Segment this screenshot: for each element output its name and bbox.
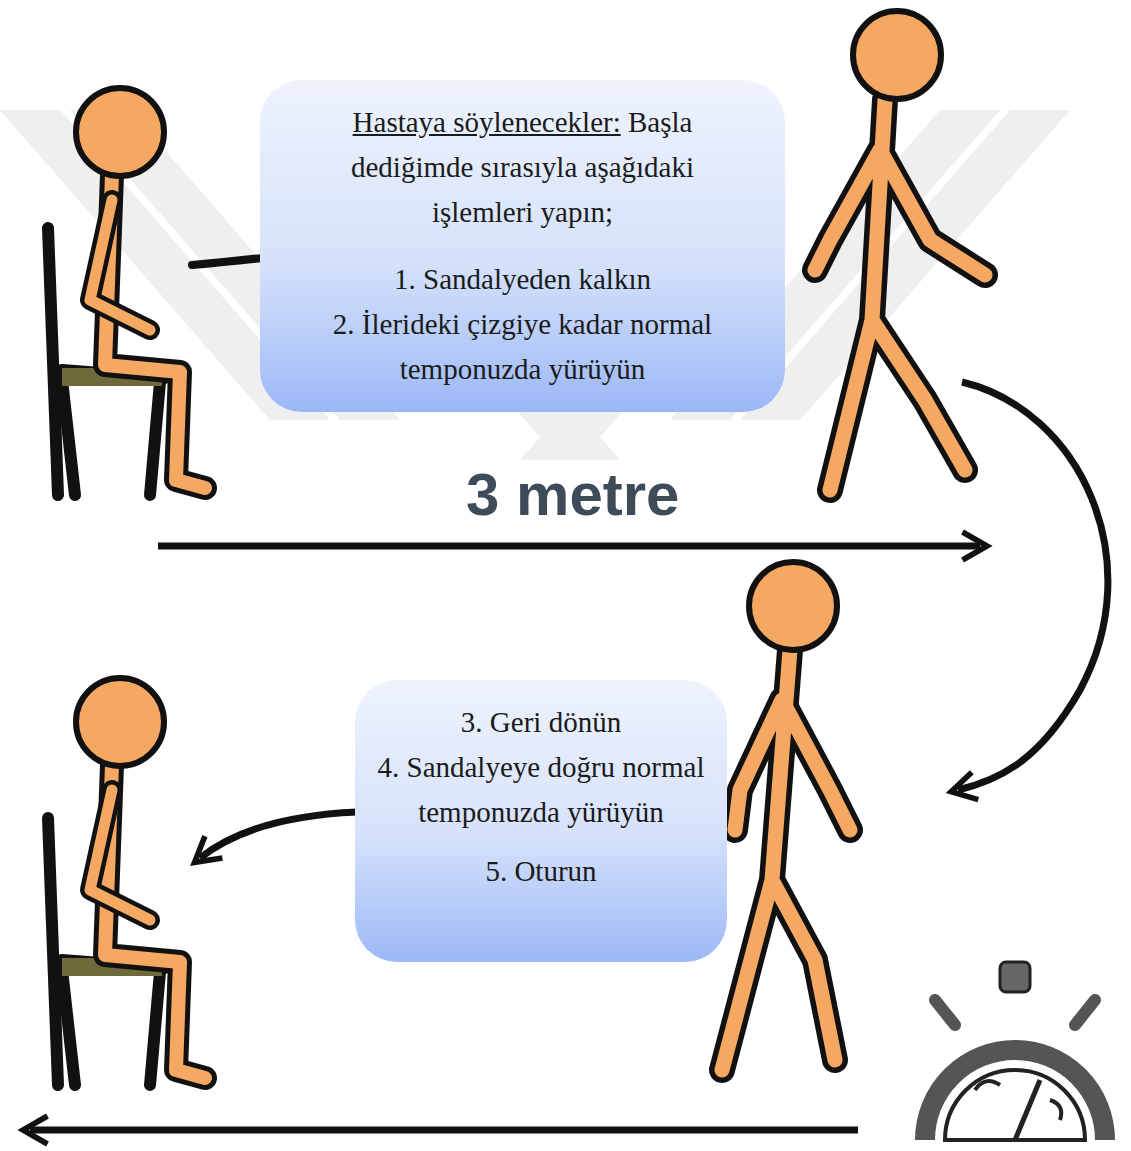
instruction-box: Hastaya söylenecekler: Başla dediğimde s… [260,80,785,412]
head [76,88,164,176]
stopwatch [925,962,1105,1140]
chair-legs [62,970,160,1085]
distance-label: 3 metre [466,460,679,529]
step-text: 1. Sandalyeden kalkın [306,257,739,302]
step-text: 4. Sandalyeye doğru normal temponuzda yü… [375,745,707,835]
chair-back [48,818,58,1085]
arm-outline [90,200,150,330]
chair-back [48,228,58,495]
seated-person [48,88,205,495]
body-outline [815,100,985,490]
seated-person [48,678,205,1085]
head [749,562,837,650]
body-fill [722,650,850,1070]
stopwatch-buttons [935,1000,1095,1025]
head [76,678,164,766]
step-text: 5. Oturun [375,849,707,894]
return-arrow [200,812,357,858]
stopwatch-rim [925,1050,1105,1140]
stopwatch-crown [1000,962,1030,992]
body [90,765,205,1078]
step-text: 2. İlerideki çizgiye kadar normal tempon… [306,302,739,392]
distance-arrow [30,1127,858,1134]
walking-person [722,562,850,1070]
callout-line [192,258,262,265]
walking-person [815,11,985,490]
box-heading: Hastaya söylenecekler: [353,106,621,138]
arm-outline [90,790,150,920]
body-outline [722,650,850,1070]
body [90,175,205,488]
intro-paragraph: Hastaya söylenecekler: Başla dediğimde s… [306,100,739,235]
stopwatch-marks [975,1081,1061,1120]
body-fill [815,100,985,490]
arm-fill [90,200,150,330]
chair-legs [62,380,160,495]
arm-fill [90,790,150,920]
distance-arrow [158,543,980,550]
instruction-box: 3. Geri dönün4. Sandalyeye doğru normal … [355,680,727,962]
head [853,11,941,99]
stopwatch-hand [1015,1080,1040,1140]
step-text: 3. Geri dönün [375,700,707,745]
turn-arrow [958,382,1108,790]
stopwatch-face [945,1070,1085,1140]
